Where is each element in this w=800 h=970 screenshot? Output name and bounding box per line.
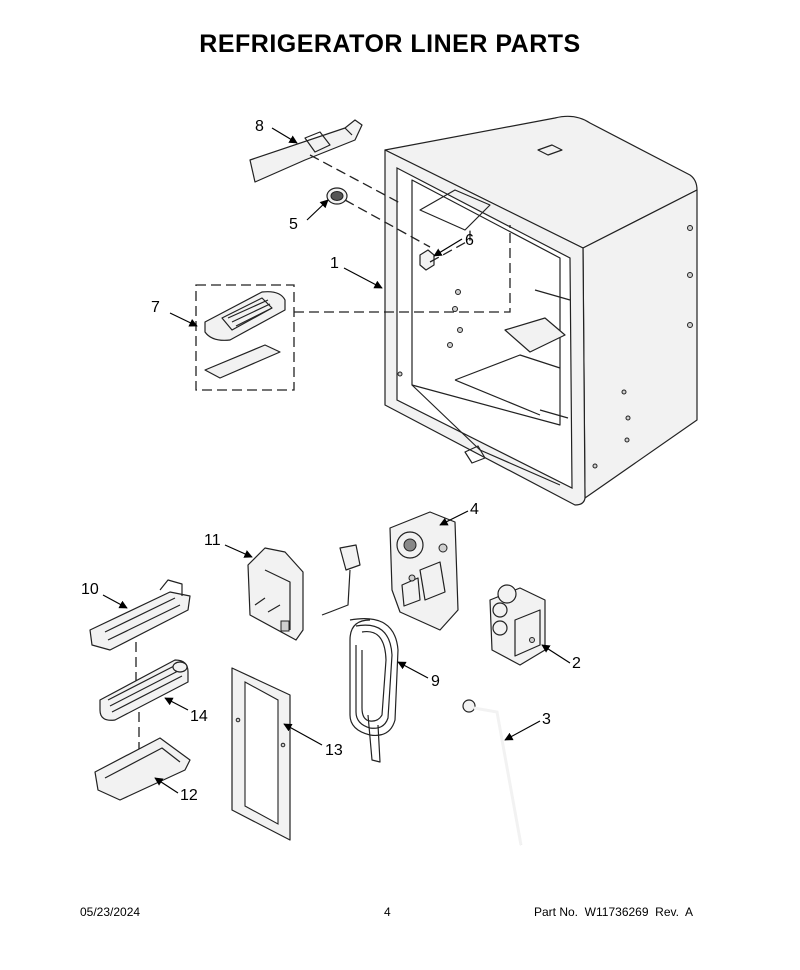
wire-harness-part	[321, 544, 399, 763]
bracket-part	[389, 511, 459, 631]
clip-part	[419, 249, 435, 271]
damper-part	[326, 187, 348, 205]
callout-7: 7	[151, 299, 160, 316]
heater-part	[99, 659, 189, 721]
shroud-part	[247, 547, 304, 641]
panel-part	[231, 667, 291, 841]
leader-arrows	[102, 127, 571, 794]
callout-4: 4	[470, 501, 479, 518]
liner-part	[384, 115, 698, 506]
footer-date: 05/23/2024	[80, 905, 141, 919]
footer-page-number: 4	[384, 905, 391, 919]
lower-tray-part	[94, 737, 191, 801]
page-title: REFRIGERATOR LINER PARTS	[199, 30, 581, 58]
callout-9: 9	[431, 673, 440, 690]
callout-11: 11	[204, 532, 221, 549]
footer-part-number: Part No. W11736269 Rev. A	[534, 905, 693, 919]
assembly-lines	[135, 154, 511, 750]
callout-10: 10	[81, 581, 99, 598]
evaporator-top-part	[89, 579, 191, 651]
callout-3: 3	[542, 711, 551, 728]
duct-part	[249, 119, 363, 183]
callout-2: 2	[572, 655, 581, 672]
callout-8: 8	[255, 118, 264, 135]
water-valve-part	[489, 584, 546, 666]
callout-13: 13	[325, 742, 343, 759]
callout-12: 12	[180, 787, 198, 804]
fill-tube-part	[462, 699, 523, 846]
callout-1: 1	[330, 255, 339, 272]
callout-5: 5	[289, 216, 298, 233]
callout-14: 14	[190, 708, 208, 725]
control-housing-part	[195, 284, 295, 391]
callout-6: 6	[465, 232, 474, 249]
